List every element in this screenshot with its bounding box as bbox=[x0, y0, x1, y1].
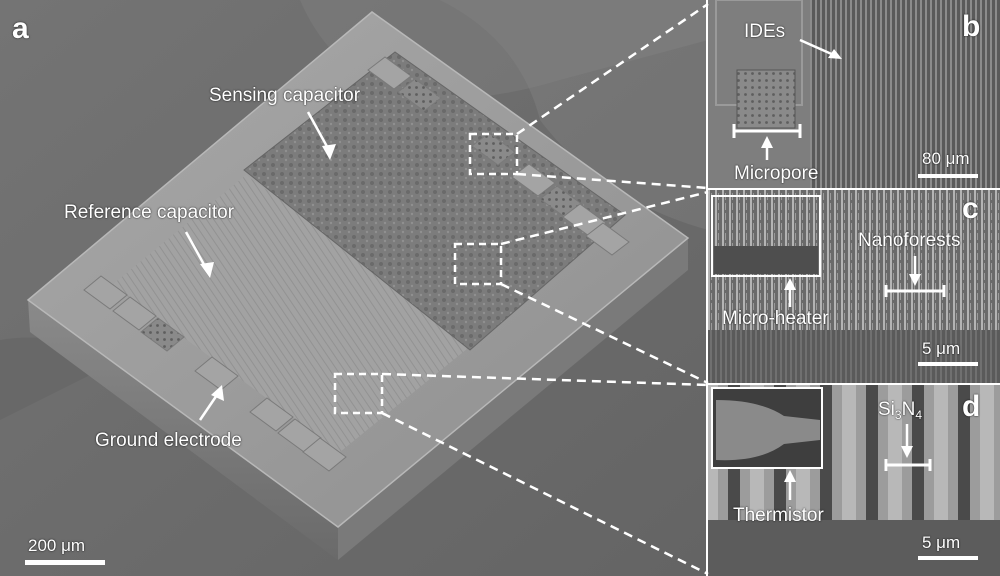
bond-pad bbox=[511, 163, 556, 197]
bond-pad bbox=[562, 203, 607, 237]
scale-bar-c-line bbox=[918, 362, 978, 366]
panel-c-base-texture bbox=[708, 330, 1000, 383]
bond-pad bbox=[249, 397, 294, 432]
scale-bar-a-line bbox=[25, 560, 105, 565]
bond-pad bbox=[277, 418, 322, 453]
arrowhead bbox=[828, 49, 842, 59]
arrowhead bbox=[784, 278, 796, 290]
thermistor-label: Thermistor bbox=[733, 505, 824, 526]
bond-pad bbox=[302, 437, 347, 472]
bond-pad bbox=[367, 56, 412, 90]
bond-pad bbox=[83, 275, 128, 310]
chip-right-side bbox=[338, 238, 688, 560]
bond-pad bbox=[397, 78, 442, 112]
micro-heater-label: Micro-heater bbox=[722, 308, 829, 329]
connector-c-bottom bbox=[500, 282, 709, 385]
connector-c-top bbox=[500, 190, 709, 246]
arrowhead bbox=[909, 274, 921, 286]
panel-label-a: a bbox=[12, 12, 29, 45]
panel-label-d: d bbox=[962, 390, 981, 423]
arrowhead bbox=[761, 136, 773, 148]
scale-bar-a-label: 200 μm bbox=[28, 536, 86, 555]
panel-label-c: c bbox=[962, 192, 979, 225]
scale-bar-b-line bbox=[918, 174, 978, 178]
panel-b-ide-fingers bbox=[810, 0, 1000, 188]
bond-pad bbox=[471, 132, 516, 166]
connector-b-bottom bbox=[516, 172, 709, 190]
sensing-capacitor-label: Sensing capacitor bbox=[209, 85, 361, 106]
panel-b-micropore-array bbox=[736, 69, 796, 129]
reference-capacitor-label: Reference capacitor bbox=[64, 202, 235, 223]
ides-label: IDEs bbox=[744, 21, 786, 42]
ground-electrode-label: Ground electrode bbox=[95, 430, 242, 451]
ground-electrode-pad bbox=[194, 356, 239, 391]
scale-bar-b-label: 80 μm bbox=[922, 149, 970, 168]
bond-pad bbox=[140, 317, 185, 352]
connector-b-top bbox=[516, 2, 709, 136]
arrowhead bbox=[322, 144, 336, 160]
chip-front-side bbox=[28, 300, 338, 560]
zoom-box-d bbox=[333, 372, 384, 415]
connector-d-top bbox=[381, 372, 709, 387]
nanoforests-label: Nanoforests bbox=[858, 230, 961, 251]
micropore-label: Micropore bbox=[734, 163, 819, 184]
scale-bar-d-label: 5 μm bbox=[922, 533, 961, 552]
panel-label-b: b bbox=[962, 10, 981, 43]
sensing-capacitor-region bbox=[243, 51, 626, 351]
panel-d-base bbox=[708, 520, 1000, 576]
scale-bar-d-line bbox=[918, 556, 978, 560]
panel-separator bbox=[706, 0, 708, 576]
panel-separator bbox=[708, 383, 1000, 385]
arrowhead bbox=[901, 446, 913, 458]
arrowhead bbox=[784, 470, 796, 482]
bond-pad bbox=[112, 296, 157, 331]
sensing-capacitor-arrow bbox=[306, 111, 332, 153]
si3n4-label: Si3N4 bbox=[878, 399, 923, 422]
background-debris bbox=[440, 0, 708, 230]
panel-separator bbox=[708, 188, 1000, 190]
panel-c-inset-heater bbox=[714, 246, 818, 274]
panel-d-inset-thermistor bbox=[716, 400, 820, 461]
zoom-box-b bbox=[468, 132, 519, 176]
ides-arrow bbox=[799, 38, 837, 58]
reference-capacitor-region bbox=[112, 175, 478, 452]
arrowhead bbox=[200, 262, 214, 278]
scale-bar-c-label: 5 μm bbox=[922, 339, 961, 358]
bond-pad bbox=[585, 222, 630, 256]
arrowhead bbox=[211, 385, 224, 401]
zoom-box-c bbox=[453, 242, 503, 286]
connector-d-bottom bbox=[381, 411, 709, 576]
